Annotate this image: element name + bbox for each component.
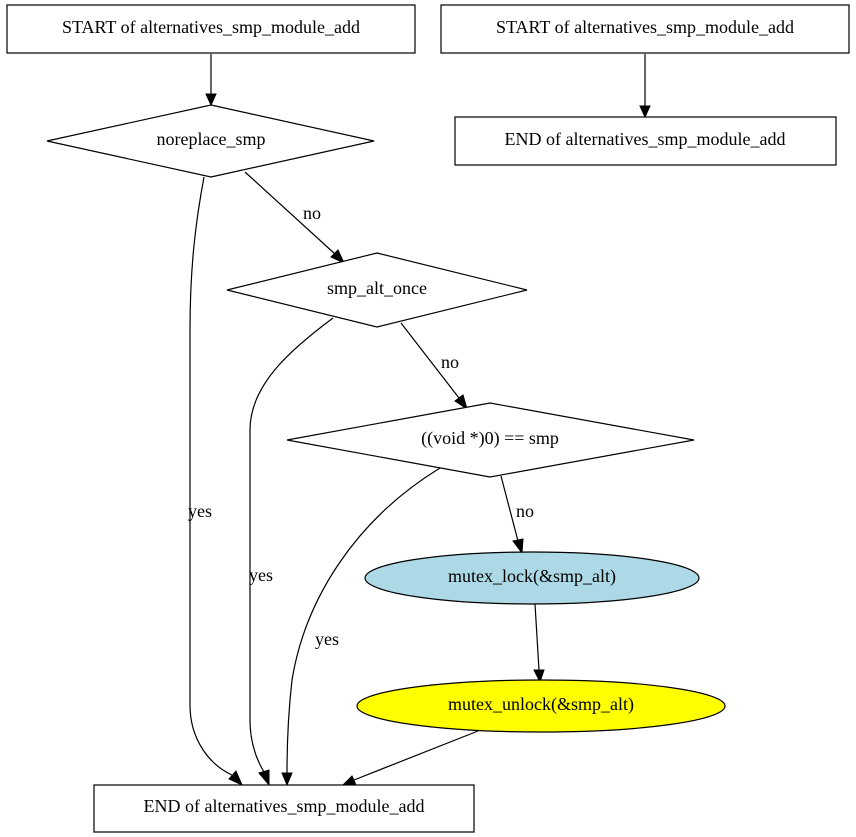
edge-label-nullcheck-yes: yes bbox=[315, 629, 339, 649]
arrowhead bbox=[454, 394, 468, 411]
start-box-main-label: START of alternatives_smp_module_add bbox=[62, 17, 360, 37]
decision-smp-alt-once: smp_alt_once bbox=[226, 252, 528, 328]
arrowhead bbox=[330, 249, 346, 265]
edges bbox=[189, 54, 651, 787]
edge-label-noreplace-yes: yes bbox=[188, 501, 212, 521]
nodes: START of alternatives_smp_module_add STA… bbox=[6, 4, 850, 833]
edge-mutexlock-to-mutexunlock bbox=[534, 603, 540, 671]
arrowhead bbox=[228, 770, 243, 786]
start-box-secondary-label: START of alternatives_smp_module_add bbox=[496, 17, 794, 37]
arrowhead bbox=[341, 775, 357, 786]
decision-smp-alt-once-label: smp_alt_once bbox=[327, 278, 427, 298]
arrowhead bbox=[639, 105, 651, 119]
edge-label-altonce-no: no bbox=[441, 352, 459, 372]
action-mutex-unlock: mutex_unlock(&smp_alt) bbox=[356, 679, 726, 733]
arrowhead bbox=[258, 769, 270, 787]
edge-label-nullcheck-no: no bbox=[516, 501, 534, 521]
decision-null-check-label: ((void *)0) == smp bbox=[421, 428, 559, 449]
start-box-secondary: START of alternatives_smp_module_add bbox=[440, 4, 850, 54]
start-box-main: START of alternatives_smp_module_add bbox=[6, 4, 416, 54]
action-mutex-lock: mutex_lock(&smp_alt) bbox=[364, 551, 700, 605]
action-mutex-unlock-label: mutex_unlock(&smp_alt) bbox=[448, 694, 634, 715]
edge-label-noreplace-no: no bbox=[303, 203, 321, 223]
end-box-secondary: END of alternatives_smp_module_add bbox=[454, 116, 837, 166]
end-box-secondary-label: END of alternatives_smp_module_add bbox=[505, 129, 786, 149]
edge-noreplace-to-end1 bbox=[189, 176, 233, 776]
edge-noreplace-to-altonce bbox=[244, 171, 336, 255]
decision-noreplace-smp: noreplace_smp bbox=[46, 104, 375, 178]
arrowhead bbox=[512, 538, 524, 555]
arrowhead bbox=[533, 669, 545, 684]
action-mutex-lock-label: mutex_lock(&smp_alt) bbox=[448, 566, 616, 587]
decision-noreplace-smp-label: noreplace_smp bbox=[157, 129, 266, 149]
arrowhead bbox=[281, 772, 293, 787]
edge-label-altonce-yes: yes bbox=[249, 565, 273, 585]
end-box-main-label: END of alternatives_smp_module_add bbox=[144, 796, 425, 816]
decision-null-check: ((void *)0) == smp bbox=[286, 402, 695, 478]
end-box-main: END of alternatives_smp_module_add bbox=[93, 784, 475, 833]
edge-altonce-to-nullcheck bbox=[400, 322, 460, 399]
edge-altonce-to-end1 bbox=[249, 317, 334, 773]
edge-mutexunlock-to-end1 bbox=[353, 730, 479, 781]
edge-nullcheck-to-mutexlock bbox=[500, 475, 519, 542]
arrowhead bbox=[205, 93, 217, 107]
edge-nullcheck-to-end1 bbox=[286, 467, 441, 774]
edge-labels: no yes no yes no yes bbox=[188, 203, 534, 649]
